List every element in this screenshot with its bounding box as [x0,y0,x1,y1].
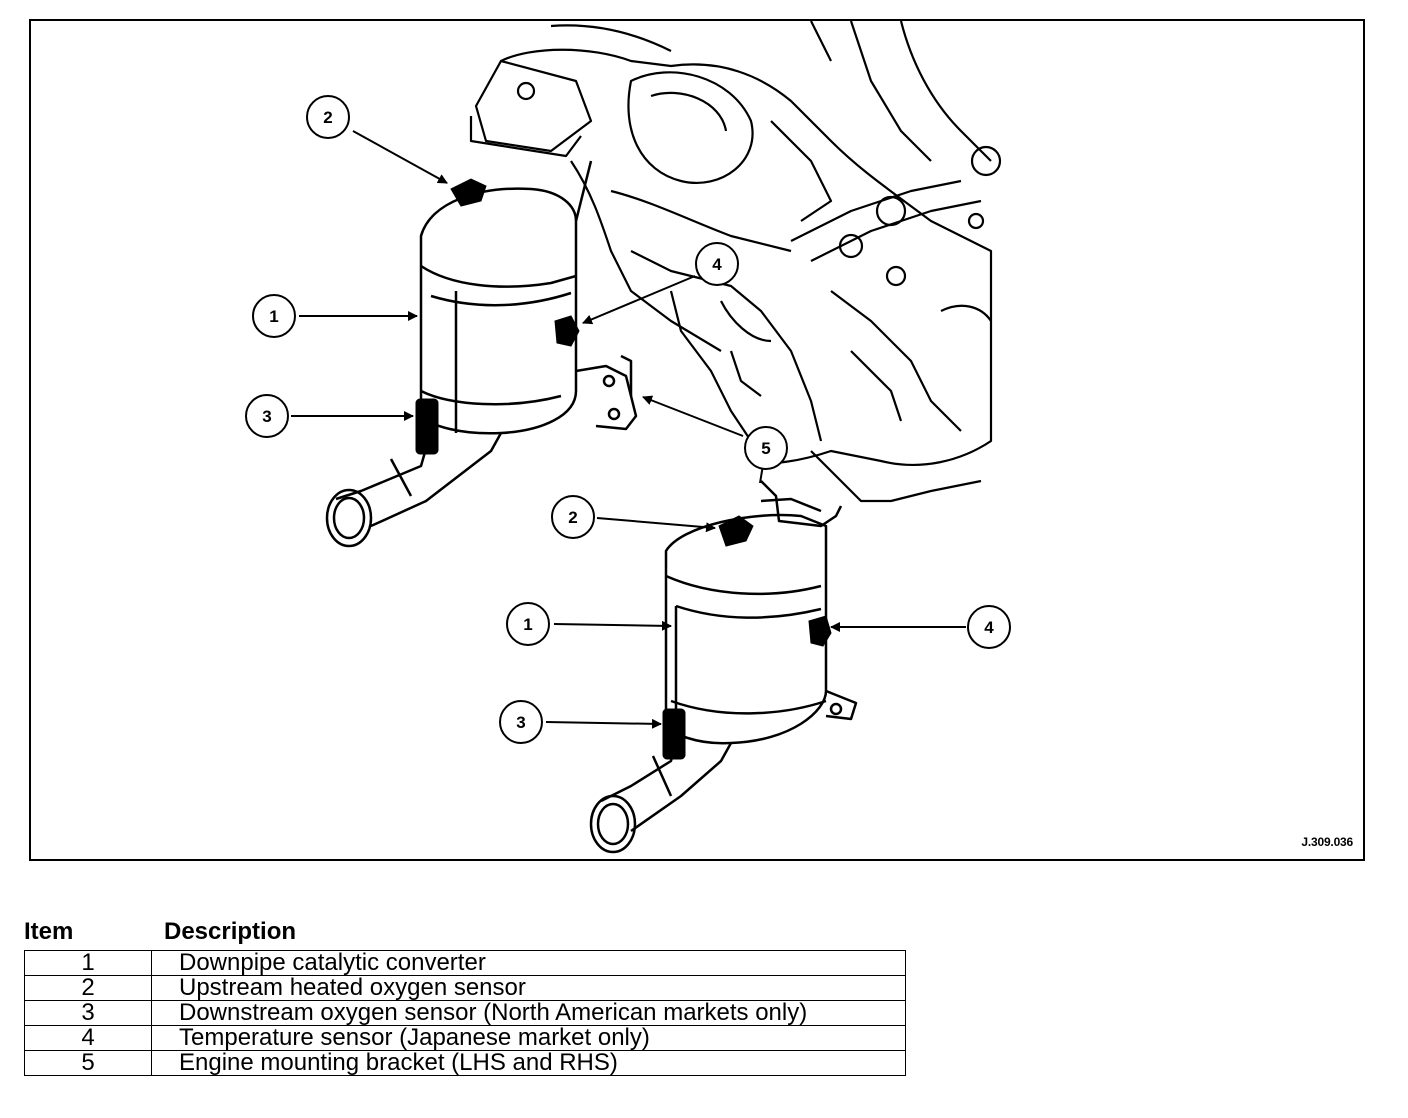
callout-4-upper [695,242,739,286]
figure-reference: J.309.036 [1301,835,1353,849]
item-description: Upstream heated oxygen sensor [151,975,906,1001]
diagram-frame: 2 1 3 4 5 2 1 3 4 J.309.036 [29,19,1365,861]
item-number: 4 [24,1025,152,1051]
lower-sensor-blobs [662,515,832,760]
callout-label-4-lower: 4 [984,618,994,637]
callout-label-2-upper: 2 [323,108,332,127]
callout-label-3-lower: 3 [516,713,525,732]
table-row: 4 Temperature sensor (Japanese market on… [24,1025,906,1051]
upper-sensor-blobs [415,178,580,455]
item-description: Downpipe catalytic converter [151,950,906,976]
callout-1-lower [506,602,550,646]
description-column-heading: Description [164,918,297,945]
callout-4-lower [967,605,1011,649]
item-number: 1 [24,950,152,976]
legend-table: 1 Downpipe catalytic converter 2 Upstrea… [24,950,906,1076]
callout-3-lower [499,700,543,744]
item-description: Engine mounting bracket (LHS and RHS) [151,1050,906,1076]
item-number: 5 [24,1050,152,1076]
callout-label-1-lower: 1 [523,615,532,634]
item-number: 2 [24,975,152,1001]
table-row: 5 Engine mounting bracket (LHS and RHS) [24,1050,906,1076]
item-description: Temperature sensor (Japanese market only… [151,1025,906,1051]
table-row: 3 Downstream oxygen sensor (North Americ… [24,1000,906,1026]
lower-catalytic-converter [589,480,858,854]
item-description: Downstream oxygen sensor (North American… [151,1000,906,1026]
callout-label-1-upper: 1 [269,307,278,326]
callout-label-5: 5 [761,439,770,458]
callout-1-upper [252,294,296,338]
upper-catalytic-converter [325,160,638,548]
callout-5 [744,426,788,470]
exhaust-diagram: 2 1 3 4 5 2 1 3 4 [245,21,1011,854]
callout-2-upper [306,95,350,139]
callout-label-4-upper: 4 [712,255,722,274]
item-column-heading: Item [24,918,74,945]
callout-circles [245,95,1011,744]
item-number: 3 [24,1000,152,1026]
engine-block-drawing [469,21,1002,503]
table-row: 2 Upstream heated oxygen sensor [24,975,906,1001]
callout-label-2-lower: 2 [568,508,577,527]
callout-2-lower [551,495,595,539]
callout-label-3-upper: 3 [262,407,271,426]
table-row: 1 Downpipe catalytic converter [24,950,906,976]
callout-arrows [291,130,966,729]
callout-3-upper [245,394,289,438]
